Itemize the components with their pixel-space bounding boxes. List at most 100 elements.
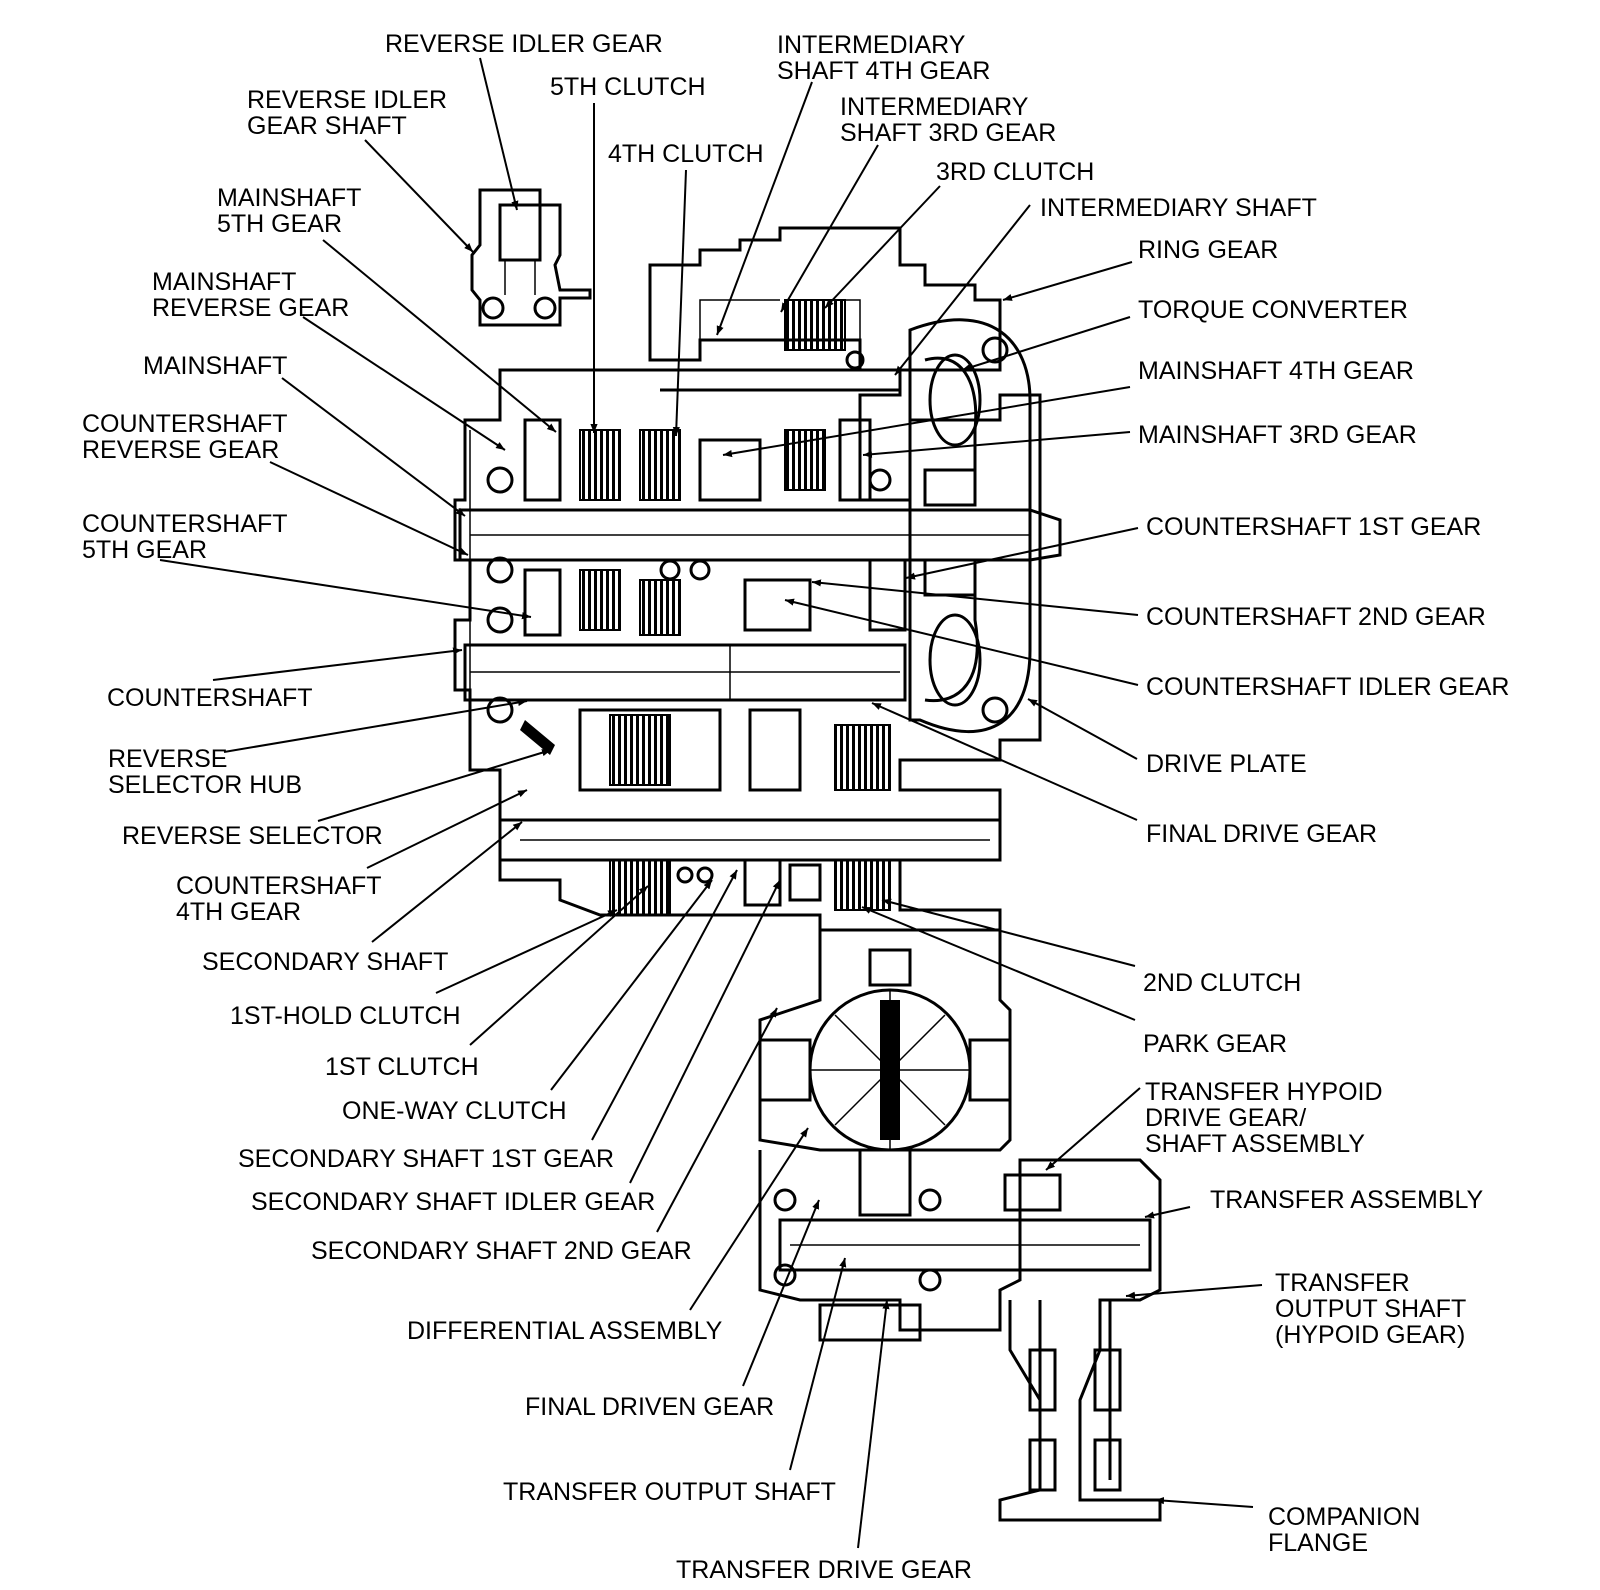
label-countershaft-2nd-gear: COUNTERSHAFT 2ND GEAR <box>1146 603 1486 631</box>
leader-secondary-shaft-2nd-gear <box>656 1007 778 1233</box>
label-1st-clutch: 1ST CLUTCH <box>325 1053 479 1081</box>
label-final-driven-gear: FINAL DRIVEN GEAR <box>525 1393 774 1421</box>
label-secondary-shaft: SECONDARY SHAFT <box>202 948 448 976</box>
leader-transfer-hypoid-drive-gear <box>1045 1087 1141 1171</box>
leader-secondary-shaft <box>371 821 523 943</box>
leader-countershaft-2nd-gear <box>811 579 1139 616</box>
leader-countershaft-idler-gear <box>784 598 1139 686</box>
label-drive-plate: DRIVE PLATE <box>1146 750 1307 778</box>
leader-countershaft-5th-gear <box>159 559 532 620</box>
leader-intermediary-shaft-3rd-gear <box>780 144 879 313</box>
leader-1st-hold-clutch <box>435 909 618 994</box>
leader-2nd-clutch <box>881 898 1136 967</box>
leader-torque-converter <box>961 316 1131 371</box>
leader-transfer-assembly <box>1144 1206 1191 1219</box>
label-reverse-selector: REVERSE SELECTOR <box>122 822 383 850</box>
leader-ring-gear <box>1002 261 1133 301</box>
leader-park-gear <box>861 906 1136 1021</box>
differential-shape <box>758 928 1012 1152</box>
label-one-way-clutch: ONE-WAY CLUTCH <box>342 1097 567 1125</box>
leader-transfer-drive-gear <box>857 1299 890 1549</box>
leader-drive-plate <box>1027 698 1138 760</box>
label-transfer-drive-gear: TRANSFER DRIVE GEAR <box>676 1556 972 1584</box>
mainshaft-shape <box>458 508 1062 562</box>
label-ring-gear: RING GEAR <box>1138 236 1278 264</box>
leader-mainshaft-reverse-gear <box>302 316 506 451</box>
leader-one-way-clutch <box>550 879 713 1091</box>
label-countershaft: COUNTERSHAFT <box>107 684 313 712</box>
label-2nd-clutch: 2ND CLUTCH <box>1143 969 1301 997</box>
mainshaft-clutch-packs <box>486 418 892 502</box>
countershaft-shape <box>463 643 907 702</box>
leader-mainshaft <box>281 377 466 517</box>
reverse-idler-assembly <box>470 188 592 327</box>
leader-companion-flange <box>1154 1497 1254 1508</box>
transfer-housing <box>758 1148 1162 1522</box>
transmission-drawing <box>453 188 1162 1522</box>
main-case <box>453 368 1042 932</box>
leader-mainshaft-4th-gear <box>722 386 1131 458</box>
secondary-shaft-region <box>486 696 1002 916</box>
label-countershaft-idler-gear: COUNTERSHAFT IDLER GEAR <box>1146 673 1509 701</box>
label-secondary-shaft-idler-gear: SECONDARY SHAFT IDLER GEAR <box>251 1188 655 1216</box>
leader-countershaft-4th-gear <box>366 789 528 869</box>
label-transfer-assembly: TRANSFER ASSEMBLY <box>1210 1186 1484 1214</box>
label-park-gear: PARK GEAR <box>1143 1030 1287 1058</box>
label-1st-hold-clutch: 1ST-HOLD CLUTCH <box>230 1002 461 1030</box>
leader-1st-clutch <box>469 885 649 1046</box>
label-secondary-shaft-2nd-gear: SECONDARY SHAFT 2ND GEAR <box>311 1237 692 1265</box>
leader-countershaft-reverse-gear <box>269 461 469 556</box>
label-secondary-shaft-1st-gear: SECONDARY SHAFT 1ST GEAR <box>238 1145 614 1173</box>
label-mainshaft-4th-gear: MAINSHAFT 4TH GEAR <box>1138 357 1414 385</box>
leader-differential-assembly <box>689 1127 809 1311</box>
leader-3rd-clutch <box>824 185 941 309</box>
leader-reverse-selector-hub <box>223 698 528 753</box>
leader-secondary-shaft-1st-gear <box>591 869 738 1141</box>
leader-reverse-selector <box>317 749 552 822</box>
label-5th-clutch: 5TH CLUTCH <box>550 73 706 101</box>
label-final-drive-gear: FINAL DRIVE GEAR <box>1146 820 1377 848</box>
leader-mainshaft-3rd-gear <box>862 431 1131 458</box>
leader-countershaft-1st-gear <box>905 527 1139 580</box>
leader-intermediary-shaft <box>894 204 1031 376</box>
leader-final-drive-gear <box>871 702 1138 821</box>
label-reverse-idler-gear: REVERSE IDLER GEAR <box>385 30 663 58</box>
leader-countershaft <box>212 647 463 681</box>
label-transfer-output-shaft: TRANSFER OUTPUT SHAFT <box>503 1478 836 1506</box>
label-torque-converter: TORQUE CONVERTER <box>1138 296 1408 324</box>
leader-mainshaft-5th-gear <box>322 239 557 433</box>
leader-reverse-idler-gear-shaft <box>364 139 474 253</box>
leader-final-driven-gear <box>742 1199 820 1387</box>
label-countershaft-1st-gear: COUNTERSHAFT 1ST GEAR <box>1146 513 1481 541</box>
leader-4th-clutch <box>672 169 687 437</box>
label-4th-clutch: 4TH CLUTCH <box>608 140 764 168</box>
part-labels: REVERSE IDLER GEAR 5TH CLUTCH INTERMEDIA… <box>82 30 1509 1584</box>
label-differential-assembly: DIFFERENTIAL ASSEMBLY <box>407 1317 723 1345</box>
leader-reverse-idler-gear <box>479 57 519 211</box>
label-intermediary-shaft: INTERMEDIARY SHAFT <box>1040 194 1317 222</box>
torque-converter-shape <box>908 318 1032 734</box>
label-mainshaft: MAINSHAFT <box>143 352 287 380</box>
leader-transfer-output-shaft-hypoid <box>1125 1284 1263 1299</box>
label-3rd-clutch: 3RD CLUTCH <box>936 158 1094 186</box>
label-mainshaft-3rd-gear: MAINSHAFT 3RD GEAR <box>1138 421 1417 449</box>
leader-secondary-shaft-idler-gear <box>629 879 781 1184</box>
countershaft-clutch-packs <box>486 556 907 637</box>
leader-lines <box>159 57 1263 1549</box>
leader-intermediary-shaft-4th-gear <box>716 81 813 336</box>
leader-transfer-output-shaft <box>789 1257 847 1471</box>
